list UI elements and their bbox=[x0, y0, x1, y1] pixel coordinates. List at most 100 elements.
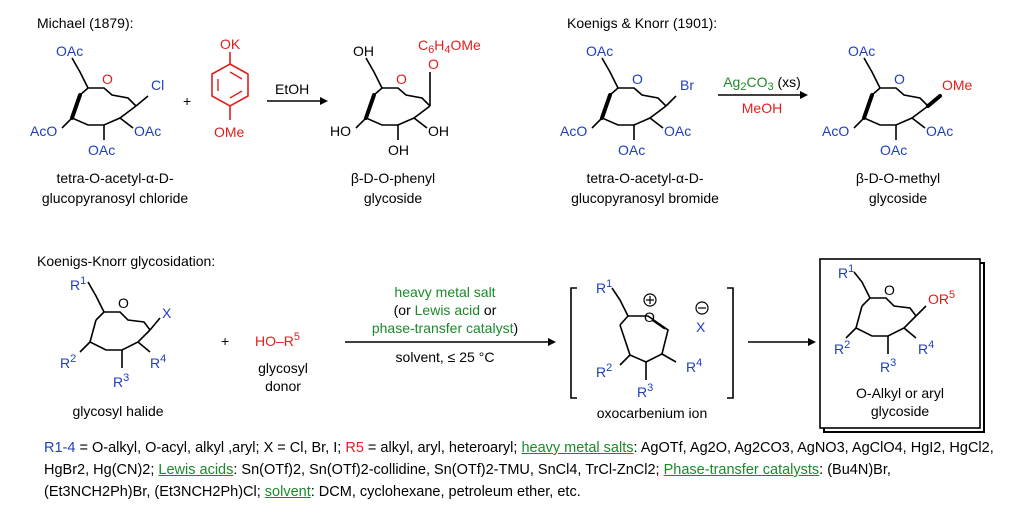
oac-label: OAc bbox=[618, 142, 645, 158]
halide-label: glycosyl halide bbox=[72, 403, 163, 419]
reactant-name-line2: glucopyranosyl chloride bbox=[42, 190, 189, 206]
phenyl-glycoside-structure: OH O O C6H4OMe HO OH OH bbox=[330, 37, 481, 158]
aryl-substituent: C6H4OMe bbox=[418, 37, 481, 56]
plus-sign: + bbox=[221, 333, 229, 349]
ring-oxygen: O bbox=[644, 309, 655, 325]
oac-label: OAc bbox=[88, 142, 115, 158]
r1-label: R1 bbox=[70, 275, 86, 293]
phenoxy-oxygen: O bbox=[428, 56, 439, 72]
phenol-top-label: OK bbox=[220, 36, 241, 52]
oh-label: OH bbox=[353, 43, 374, 59]
ring-oxygen: O bbox=[102, 71, 113, 87]
ome-label: OMe bbox=[942, 77, 973, 93]
r3-label: R3 bbox=[880, 357, 896, 375]
footnote-definitions: R1-4 = O-alkyl, O-acyl, alkyl ,aryl; X =… bbox=[44, 437, 994, 503]
oxocarbenium-structure: R1 O X R2 R4 R3 bbox=[570, 278, 734, 400]
cl-label: Cl bbox=[151, 77, 164, 93]
ring-oxygen: O bbox=[632, 71, 643, 87]
lewis-acid-link[interactable]: Lewis acids bbox=[158, 462, 234, 478]
r14-definition: = O-alkyl, O-acyl, alkyl ,aryl; X = Cl, … bbox=[75, 440, 346, 456]
oh-label: HO bbox=[330, 123, 351, 139]
heavy-metal-link[interactable]: heavy metal salts bbox=[521, 440, 634, 456]
r4-label: R4 bbox=[918, 339, 934, 357]
methyl-glycoside-structure: OAc O OMe AcO OAc OAc bbox=[822, 43, 973, 158]
r5-definition: = alkyl, aryl, heteroaryl; bbox=[363, 440, 522, 456]
r5-symbol: R5 bbox=[345, 440, 364, 456]
phenoxide-structure bbox=[211, 52, 249, 120]
r2-label: R2 bbox=[834, 339, 850, 357]
solvent-list: : DCM, cyclohexane, petroleum ether, etc… bbox=[310, 484, 581, 500]
arrow-head bbox=[800, 91, 808, 99]
x-label: X bbox=[162, 305, 172, 321]
product-name-line1: β-D-O-phenyl bbox=[351, 170, 435, 186]
general-header: Koenigs-Knorr glycosidation: bbox=[37, 253, 215, 269]
condition-line1: heavy metal salt bbox=[394, 284, 495, 300]
glucopyranosyl-chloride-structure: OAc O Cl AcO OAc OAc bbox=[30, 43, 164, 158]
product-label-line1: O-Alkyl or aryl bbox=[856, 385, 944, 401]
kk-header: Koenigs & Knorr (1901): bbox=[567, 15, 717, 31]
oac-label: AcO bbox=[822, 123, 849, 139]
or5-label: OR5 bbox=[928, 289, 955, 307]
r3-label: R3 bbox=[637, 382, 653, 400]
michael-header: Michael (1879): bbox=[37, 15, 134, 31]
donor-formula: HO–R5 bbox=[255, 331, 300, 349]
intermediate-label: oxocarbenium ion bbox=[597, 405, 708, 421]
ring-oxygen: O bbox=[894, 71, 905, 87]
plus-sign: + bbox=[183, 93, 191, 109]
oac-label: OAc bbox=[880, 142, 907, 158]
x-anion-label: X bbox=[696, 319, 706, 335]
glycosyl-halide-structure: R1 O X R2 R4 R3 bbox=[60, 275, 172, 390]
oac-label: OAc bbox=[664, 123, 691, 139]
product-box-shadow bbox=[823, 262, 985, 433]
oac-label: AcO bbox=[560, 123, 587, 139]
ptc-link[interactable]: Phase-transfer catalysts bbox=[663, 462, 820, 478]
r2-label: R2 bbox=[60, 353, 76, 371]
condition-line2: (or Lewis acid or bbox=[394, 302, 497, 318]
r4-label: R4 bbox=[686, 357, 702, 375]
oh-label: OH bbox=[428, 123, 449, 139]
r4-label: R4 bbox=[150, 353, 166, 371]
reactant-name-line2: glucopyranosyl bromide bbox=[571, 190, 719, 206]
reagent-bottom: MeOH bbox=[742, 100, 782, 116]
r2-label: R2 bbox=[596, 362, 612, 380]
product-name-line1: β-D-O-methyl bbox=[856, 170, 940, 186]
r14-symbol: R1-4 bbox=[44, 440, 76, 456]
product-name-line2: glycoside bbox=[869, 190, 928, 206]
lewis-acid-list: : Sn(OTf)2, Sn(OTf)2-collidine, Sn(OTf)2… bbox=[233, 462, 664, 478]
product-box bbox=[819, 258, 981, 429]
condition-line3: phase-transfer catalyst) bbox=[372, 320, 518, 336]
condition-line4: solvent, ≤ 25 °C bbox=[396, 349, 495, 365]
heavy-metal-list: : AgOTf, Ag2O, Ag2CO3, AgNO3, AgClO4, Hg… bbox=[44, 440, 994, 478]
oac-label: AcO bbox=[30, 123, 57, 139]
r1-label: R1 bbox=[838, 263, 854, 281]
reagent-top: Ag2CO3 (xs) bbox=[723, 74, 801, 93]
reactant-name-line1: tetra-O-acetyl-α-D- bbox=[587, 170, 704, 186]
oac-label: OAc bbox=[926, 123, 953, 139]
br-label: Br bbox=[680, 77, 694, 93]
ring-oxygen: O bbox=[118, 295, 129, 311]
phenol-bottom-label: OMe bbox=[214, 124, 245, 140]
oac-label: OAc bbox=[586, 43, 613, 59]
r1-label: R1 bbox=[596, 278, 612, 296]
ptc-list: : (Bu4N)Br, (Et3NCH2Ph)Br, (Et3NCH2Ph)Cl… bbox=[44, 462, 891, 500]
oac-label: OAc bbox=[56, 43, 83, 59]
solvent-link[interactable]: solvent bbox=[264, 484, 311, 500]
glucopyranosyl-bromide-structure: OAc O Br AcO OAc OAc bbox=[560, 43, 694, 158]
r3-label: R3 bbox=[113, 372, 129, 390]
donor-label-line1: glycosyl bbox=[258, 360, 308, 376]
donor-label-line2: donor bbox=[265, 378, 301, 394]
oac-label: OAc bbox=[848, 43, 875, 59]
reactant-name-line1: tetra-O-acetyl-α-D- bbox=[57, 170, 174, 186]
arrow-head bbox=[548, 338, 556, 346]
arrow-head bbox=[808, 338, 816, 346]
oh-label: OH bbox=[388, 142, 409, 158]
ring-oxygen: O bbox=[396, 71, 407, 87]
reagent-label: EtOH bbox=[275, 81, 309, 97]
product-label-line2: glycoside bbox=[871, 403, 930, 419]
product-name-line2: glycoside bbox=[364, 190, 423, 206]
o-glycoside-structure: R1 O OR5 R2 R4 R3 bbox=[834, 263, 955, 375]
oac-label: OAc bbox=[134, 123, 161, 139]
ring-oxygen: O bbox=[884, 282, 895, 298]
arrow-head bbox=[320, 97, 328, 105]
